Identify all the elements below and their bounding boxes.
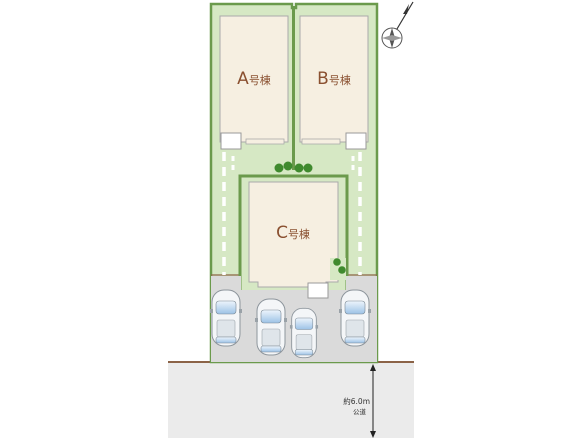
road-type-label: 公道 [353,407,367,416]
north-arrow-icon [381,1,414,49]
shrub-cluster-side [333,258,346,274]
car-icon [338,289,372,347]
car-icon [254,298,288,356]
house-b [299,15,369,143]
shrub-cluster-top [274,161,313,173]
entrance-porch-c [307,282,329,299]
lot-a-label: A号棟 [237,69,271,89]
lot-c-boundary [238,174,349,362]
road-dimension [370,364,376,438]
car-icon [289,307,319,359]
lot-b-label: B号棟 [317,69,351,89]
car-icon [209,289,243,347]
entrance-porch-b [345,132,367,150]
road-width-label: 約6.0m [343,396,370,406]
public-road [168,362,414,438]
house-a [219,15,289,143]
entrance-porch-a [220,132,242,150]
lot-c-label: C号棟 [276,223,310,243]
